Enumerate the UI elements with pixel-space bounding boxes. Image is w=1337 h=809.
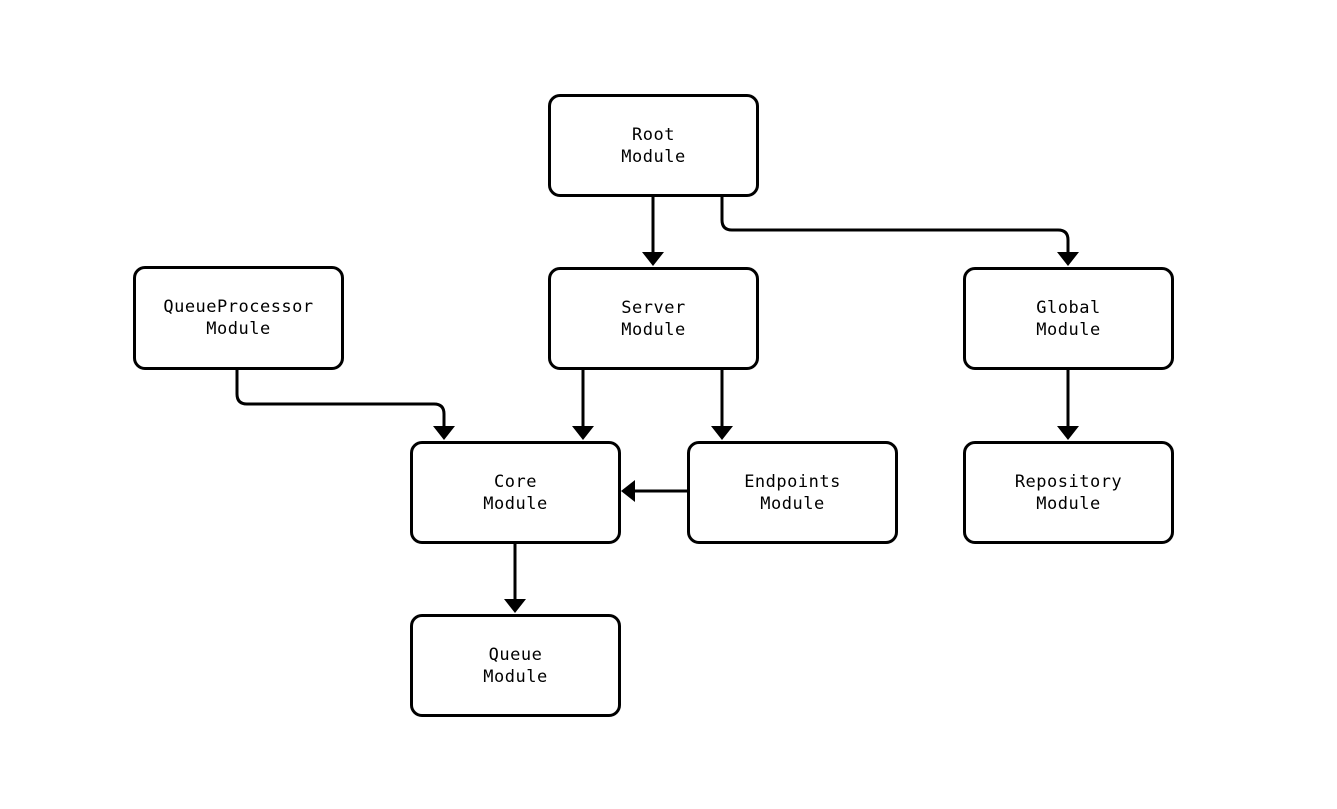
node-label-secondary: Module	[1036, 493, 1101, 514]
edge-root-to-server	[642, 197, 664, 266]
node-label-secondary: Module	[760, 493, 825, 514]
node-label-secondary: Module	[483, 666, 548, 687]
edge-queueprocessor-to-core	[235, 370, 455, 440]
node-label-primary: Root	[632, 124, 675, 145]
edge-line	[235, 370, 446, 430]
edge-line	[720, 197, 1070, 256]
node-label-primary: QueueProcessor	[163, 297, 314, 317]
arrowhead-icon	[572, 426, 594, 440]
edge-server-to-core	[572, 370, 594, 440]
node-label-primary: Repository	[1014, 471, 1123, 492]
arrowhead-icon	[621, 480, 635, 502]
arrowhead-icon	[711, 426, 733, 440]
arrowhead-icon	[1057, 252, 1079, 266]
edge-endpoints-to-core	[621, 480, 687, 502]
node-label-primary: Queue	[488, 644, 543, 665]
node-label-secondary: Module	[621, 319, 686, 340]
node-label-secondary: Module	[483, 493, 548, 514]
node-label-primary: Endpoints	[744, 471, 841, 492]
arrowhead-icon	[433, 426, 455, 440]
edge-core-to-queue	[504, 544, 526, 613]
node-label-secondary: Module	[206, 319, 271, 339]
node-label-primary: Core	[494, 471, 537, 492]
arrowhead-icon	[642, 252, 664, 266]
node-label-secondary: Module	[621, 146, 686, 167]
edge-global-to-repository	[1057, 370, 1079, 440]
edge-server-to-endpoints	[711, 370, 733, 440]
arrowhead-icon	[504, 599, 526, 613]
edge-root-to-global	[720, 197, 1079, 266]
node-label-secondary: Module	[1036, 319, 1101, 340]
arrowhead-icon	[1057, 426, 1079, 440]
node-label-primary: Global	[1036, 297, 1101, 318]
node-label-primary: Server	[621, 297, 686, 318]
